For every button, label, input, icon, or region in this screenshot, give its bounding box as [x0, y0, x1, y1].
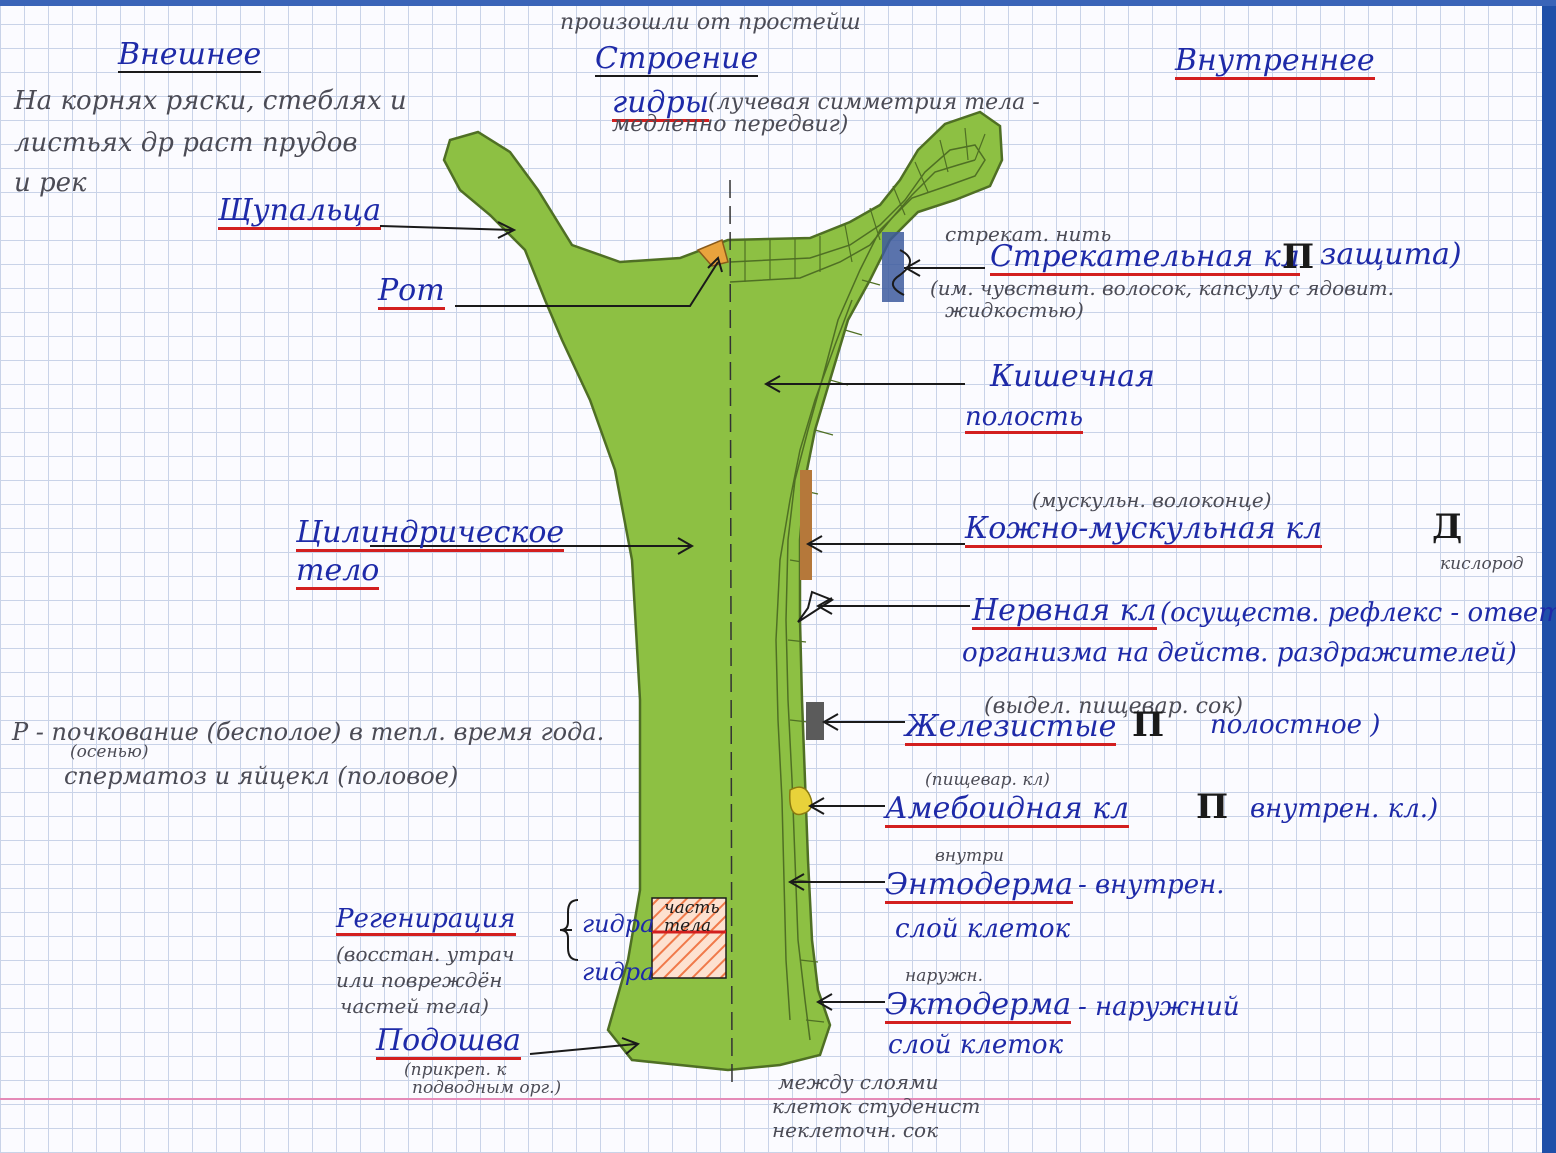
label-amoeb-box: П [1196, 790, 1228, 824]
label-hydra-part: гидра [582, 912, 654, 936]
label-nerve-cell: Нервная кл [972, 596, 1157, 630]
label-body-1: Цилиндрическое [296, 518, 564, 552]
label-reproduction-note: (осенью) [70, 744, 149, 761]
label-ectoderm: Эктодерма [885, 990, 1071, 1024]
label-body-2: тело [296, 556, 379, 590]
label-endo-desc-2: слой клеток [895, 916, 1070, 942]
label-ecto-desc-2: слой клеток [888, 1032, 1063, 1058]
label-gland-func: полостное ) [1210, 712, 1380, 738]
muscle-cell [800, 470, 812, 580]
label-muscle-cell: Кожно-мускульная кл [965, 514, 1322, 548]
habitat-line-3: и рек [14, 170, 87, 196]
label-gut-2: полость [965, 404, 1083, 434]
label-nerve-desc-1: (осуществ. рефлекс - ответ [1160, 600, 1556, 626]
header-symmetry-note-2: медленно передвиг) [612, 114, 848, 136]
label-sole-note-1: (прикреп. к [404, 1062, 506, 1079]
label-amoeb-cell: Амебоидная кл [885, 794, 1129, 828]
label-endoderm: Энтодерма [885, 870, 1073, 904]
label-ecto-note: наружн. [905, 968, 983, 985]
label-amoeb-func: внутрен. кл.) [1250, 796, 1438, 822]
label-part-word: часть [664, 900, 720, 917]
label-ecto-desc-1: - наружний [1078, 994, 1240, 1020]
label-amoeb-note: (пищевар. кл) [925, 772, 1050, 789]
label-mesoglea-3: неклеточн. сок [772, 1120, 938, 1140]
gland-cell [806, 702, 824, 740]
label-gland-cell: Железистые [905, 712, 1116, 746]
label-stinging-desc-2: жидкостью) [945, 300, 1084, 320]
habitat-line-2: листьях др раст прудов [14, 130, 358, 156]
label-sole-note-2: подводным орг.) [412, 1080, 561, 1097]
label-endo-note: внутри [935, 848, 1004, 865]
amoeboid-cell [790, 787, 812, 814]
label-gut-1: Кишечная [990, 362, 1155, 392]
label-sole: Подошва [376, 1026, 521, 1060]
label-stinging-desc-1: (им. чувствит. волосок, капсулу с ядовит… [930, 278, 1394, 298]
habitat-line-1: На корнях ряски, стеблях и [14, 88, 407, 114]
label-mesoglea-1: между слоями [778, 1072, 938, 1092]
label-mouth: Рот [378, 276, 445, 310]
header-structure: Строение [595, 44, 758, 77]
label-regeneration-note-1: (восстан. утрач [336, 944, 514, 964]
label-muscle-box: Д [1432, 510, 1462, 544]
label-reproduction-1: Р - почкование (бесполое) в тепл. время … [12, 720, 604, 744]
label-regeneration: Регенирация [336, 906, 516, 936]
label-nerve-desc-2: организма на действ. раздражителей) [962, 640, 1517, 666]
label-regeneration-note-3: частей тела) [340, 996, 489, 1016]
label-stinging-box: П [1282, 240, 1314, 274]
label-mesoglea-2: клеток студенист [772, 1096, 980, 1116]
label-hydra-whole: гидра [582, 960, 654, 984]
label-muscle-note: (мускульн. волоконце) [1032, 490, 1271, 510]
label-reproduction-2: сперматоз и яйцекл (половое) [64, 764, 458, 788]
label-stinging-cell: Стрекательная кл [990, 242, 1300, 276]
header-symmetry-note-1: (лучевая симметрия тела - [708, 92, 1040, 114]
label-stinging-func: защита) [1320, 240, 1462, 270]
header-internal: Внутреннее [1175, 46, 1375, 80]
label-regeneration-note-2: или повреждён [336, 970, 502, 990]
label-tentacles: Щупальца [218, 196, 381, 230]
header-origin-note: произошли от простейш [560, 12, 861, 34]
label-gland-box: П [1132, 708, 1164, 742]
header-external: Внешнее [118, 40, 261, 73]
label-oxygen: кислород [1440, 556, 1524, 573]
label-body-word: тела [664, 918, 711, 935]
label-endo-desc-1: - внутрен. [1078, 872, 1224, 898]
stinging-cell [882, 232, 904, 302]
